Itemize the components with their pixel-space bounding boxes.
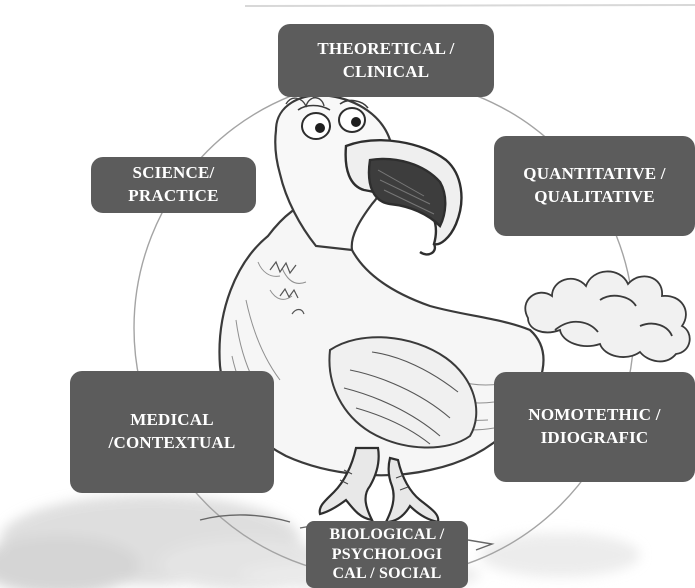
label-line: MEDICAL <box>130 409 214 432</box>
label-line: /CONTEXTUAL <box>109 432 236 455</box>
label-box-biological-psychological-social: BIOLOGICAL / PSYCHOLOGI CAL / SOCIAL <box>306 521 468 588</box>
label-line: BIOLOGICAL / <box>330 525 445 545</box>
label-line: IDIOGRAFIC <box>541 427 649 450</box>
label-line: PRACTICE <box>128 185 218 208</box>
label-box-theoretical-clinical: THEORETICAL / CLINICAL <box>278 24 494 97</box>
label-line: QUANTITATIVE / <box>523 163 665 186</box>
label-line: CLINICAL <box>343 61 430 84</box>
label-line: THEORETICAL / <box>317 38 454 61</box>
label-box-science-practice: SCIENCE/ PRACTICE <box>91 157 256 213</box>
label-line: CAL / SOCIAL <box>332 564 441 584</box>
label-box-nomothetic-idiografic: NOMOTETHIC / IDIOGRAFIC <box>494 372 695 482</box>
label-box-quantitative-qualitative: QUANTITATIVE / QUALITATIVE <box>494 136 695 236</box>
tail-plumes-shape <box>525 271 689 361</box>
label-line: QUALITATIVE <box>534 186 655 209</box>
label-line: SCIENCE/ <box>133 162 215 185</box>
label-line: PSYCHOLOGI <box>332 545 442 565</box>
label-line: NOMOTETHIC / <box>528 404 660 427</box>
top-edge-line <box>245 5 695 6</box>
label-box-medical-contextual: MEDICAL /CONTEXTUAL <box>70 371 274 493</box>
